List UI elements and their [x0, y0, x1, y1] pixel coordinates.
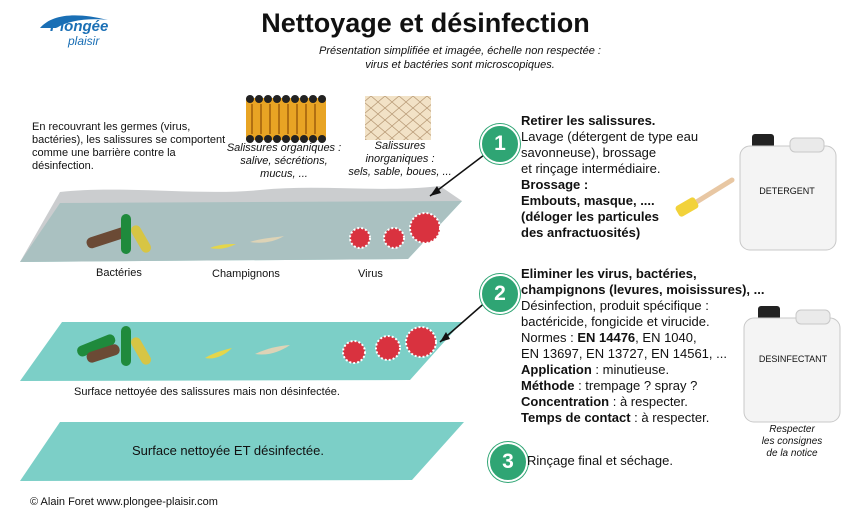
step-1-bold-3: (déloger les particules: [521, 209, 659, 224]
surface-3: [20, 422, 464, 481]
disinfectant-label: DESINFECTANT: [758, 354, 828, 364]
step-1-badge: 1: [480, 124, 520, 164]
logo-word1: Plongée: [50, 18, 109, 35]
organic-caption: Salissures organiques : salive, sécrétio…: [214, 142, 354, 181]
step-2-line-2: bactéricide, fongicide et virucide.: [521, 314, 710, 329]
subtitle-line-2: virus et bactéries sont microscopiques.: [365, 59, 555, 71]
surface-2-caption: Surface nettoyée des salissures mais non…: [74, 386, 340, 398]
step-1-text: Retirer les salissures. Lavage (détergen…: [521, 113, 741, 241]
page-title: Nettoyage et désinfection: [261, 8, 590, 38]
bacteria-brown-3: [86, 344, 120, 363]
arrow-2: [439, 299, 489, 343]
bacteria-yellow-1: [131, 225, 151, 253]
bacteria-brown-2: [77, 334, 116, 357]
step-2-title-1: Eliminer les virus, bactéries,: [521, 266, 697, 281]
virus-5: [375, 335, 401, 361]
inorganic-caption-line-1: Salissures: [374, 140, 426, 152]
step-1-title: Retirer les salissures.: [521, 113, 656, 128]
bacteria-green-1: [121, 214, 131, 254]
step-2-badge: 2: [480, 274, 520, 314]
arrow-1: [429, 151, 489, 197]
bacteria-yellow-2: [131, 337, 151, 365]
concentration-value: : à respecter.: [609, 394, 688, 409]
virus-6: [405, 326, 437, 358]
step-2-contact: Temps de contact : à respecter.: [521, 410, 751, 426]
notice-line-1: Respecter: [769, 424, 815, 435]
application-label: Application: [521, 362, 592, 377]
dolphin-icon: [40, 15, 108, 28]
virus-2: [383, 227, 405, 249]
step-1-line-1: Lavage (détergent de type eau: [521, 129, 699, 144]
bacteria-green-2: [121, 326, 131, 366]
step-2-text: Eliminer les virus, bactéries, champigno…: [521, 266, 765, 426]
notice-line-2: les consignes: [761, 436, 823, 447]
step-1-bold-2: Embouts, masque, ....: [521, 193, 655, 208]
normes-label: Normes :: [521, 330, 578, 345]
application-value: : minutieuse.: [591, 362, 670, 377]
step-1-line-3: et rinçage intermédiaire.: [521, 161, 661, 176]
detergent-bottle: [739, 134, 837, 251]
inorganic-caption-line-3: sels, sable, boues, ...: [348, 166, 452, 178]
organic-caption-line-2: salive, sécrétions,: [240, 155, 328, 167]
step-1-bold-1: Brossage :: [521, 177, 589, 192]
label-bacteria: Bactéries: [96, 267, 142, 279]
step-2-application: Application : minutieuse.: [521, 362, 751, 378]
step-2-normes: Normes : EN 14476, EN 1040,: [521, 330, 751, 346]
footer-credit: © Alain Foret www.plongee-plaisir.com: [30, 496, 218, 508]
inorganic-caption: Salissures inorganiques : sels, sable, b…: [340, 140, 460, 179]
virus-1: [349, 227, 371, 249]
organic-caption-line-3: mucus, ...: [260, 168, 308, 180]
organic-caption-line-1: Salissures organiques :: [226, 142, 342, 154]
step-3-badge: 3: [488, 442, 528, 482]
label-fungi: Champignons: [212, 268, 280, 280]
step-3-text: Rinçage final et séchage.: [527, 453, 673, 468]
contact-label: Temps de contact: [521, 410, 631, 425]
virus-4: [342, 340, 366, 364]
logo: Plongée plaisir: [30, 10, 120, 52]
inorganic-dirt-icon: [365, 96, 431, 140]
method-value: : trempage ? spray ?: [574, 378, 698, 393]
detergent-label: DETERGENT: [759, 186, 815, 196]
normes-bold: EN 14476: [577, 330, 636, 345]
contact-value: : à respecter.: [630, 410, 710, 425]
step-1-line-2: savonneuse), brossage: [521, 145, 657, 160]
label-virus: Virus: [358, 268, 383, 280]
notice-caption: Respecter les consignes de la notice: [752, 424, 832, 460]
concentration-label: Concentration: [521, 394, 610, 409]
organic-dirt-icon: [246, 95, 326, 143]
subtitle-line-1: Présentation simplifiée et imagée, échel…: [319, 45, 601, 57]
subtitle: Présentation simplifiée et imagée, échel…: [260, 44, 660, 72]
surface-3-caption: Surface nettoyée ET désinfectée.: [132, 443, 324, 458]
disinfectant-bottle: [743, 306, 841, 423]
step-2-line-1: Désinfection, produit spécifique :: [521, 298, 709, 313]
fungi-2: [250, 236, 284, 243]
notice-line-3: de la notice: [766, 448, 818, 459]
fungi-1: [210, 244, 236, 249]
dirt-layer: [20, 186, 462, 262]
logo-word2: plaisir: [68, 34, 100, 48]
step-2-method: Méthode : trempage ? spray ?: [521, 378, 751, 394]
fungi-4: [255, 345, 290, 355]
step-1-bold-4: des anfractuosités): [521, 225, 641, 240]
normes-rest-2: EN 13697, EN 13727, EN 14561, ...: [521, 346, 727, 361]
virus-3: [409, 212, 441, 244]
step-2-title-2: champignons (levures, moisissures), ...: [521, 282, 765, 297]
normes-rest-1: , EN 1040,: [635, 330, 697, 345]
bacteria-brown-1: [86, 226, 130, 249]
intro-text: En recouvrant les germes (virus, bactéri…: [32, 121, 226, 172]
step-2-concentration: Concentration : à respecter.: [521, 394, 751, 410]
method-label: Méthode: [521, 378, 575, 393]
brush-icon: [675, 177, 735, 217]
inorganic-caption-line-2: inorganiques :: [365, 153, 435, 165]
fungi-3: [205, 348, 232, 359]
